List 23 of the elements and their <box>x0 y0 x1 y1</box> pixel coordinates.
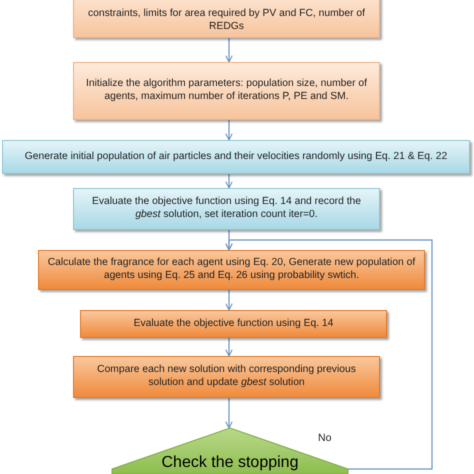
step-text: Generate initial population of air particles and their velocities randomly using Eq. 21 & Eq. 22 <box>24 150 448 162</box>
process-box <box>73 188 380 230</box>
step-text: Check the stopping <box>162 454 298 472</box>
step-text: Initialize the algorithm parameters: population size, number of agents, maximum number of iterations P, PE and SM. <box>84 77 368 103</box>
arrow <box>225 38 233 63</box>
process-box <box>80 310 387 338</box>
process-box <box>73 356 380 398</box>
process-box <box>2 140 470 174</box>
process-box <box>38 250 425 290</box>
step-text: Compare each new solution with corresponding previous solution and update gbest solution <box>96 363 357 389</box>
step-text: Evaluate the objective function using Eq. 14 and record the gbest solution, set iteration count iter=0. <box>90 195 362 221</box>
arrow <box>225 239 433 470</box>
process-box <box>73 62 380 120</box>
step-text: constraints, limits for area required by PV and FC, number of REDGs <box>87 7 366 33</box>
arrow <box>225 174 233 189</box>
step-text: Calculate the fragrance for each agent using Eq. 20, Generate new population of agents using Eq. 25 and Eq. 26 using probability swtich. <box>47 256 416 282</box>
edge-label: No <box>316 432 334 444</box>
arrow <box>225 398 233 429</box>
step-text: Evaluate the objective function using Eq. 14 <box>134 316 334 330</box>
arrow <box>225 338 233 357</box>
process-box <box>73 0 380 38</box>
arrow <box>225 120 233 141</box>
arrow <box>225 290 233 311</box>
